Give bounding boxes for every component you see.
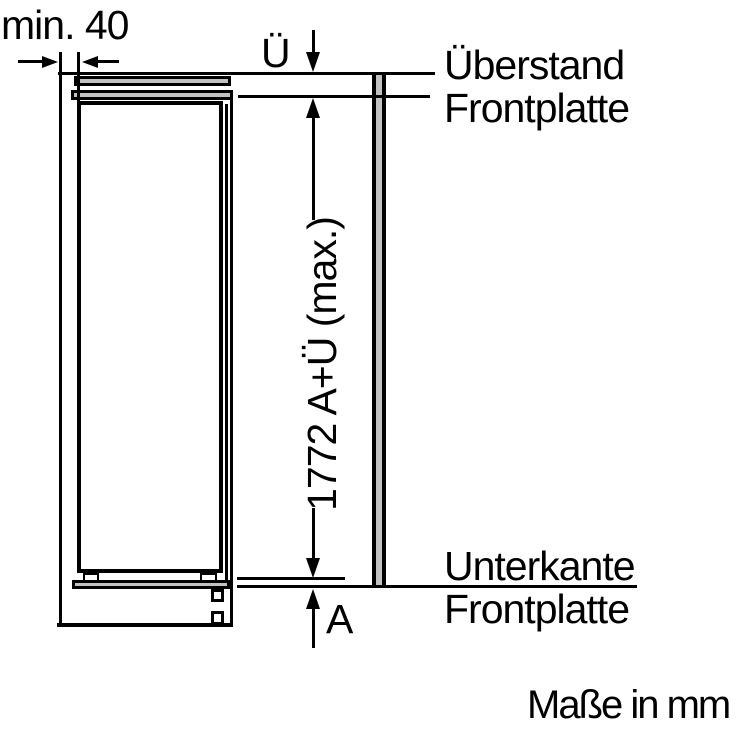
height-dimension-label: 1772 A+Ü (max.) (299, 217, 345, 511)
arrow-down-icon (306, 558, 320, 578)
niche-bottom-line (57, 623, 233, 627)
bottom-reference-label: Unterkante Frontplatte (444, 543, 636, 632)
bottom-gap-arrow-shaft (312, 605, 315, 648)
arrow-up-icon (306, 589, 320, 609)
top-reference-label-line2: Frontplatte (444, 85, 630, 131)
niche-left-wall-line (59, 52, 62, 627)
base-plate-bar (72, 580, 230, 589)
top-reference-label-line1: Überstand (444, 42, 625, 88)
arrow-left-icon (82, 56, 98, 68)
top-flange-bar-lower (71, 90, 233, 100)
bottom-gap-dimension-label: A (326, 596, 353, 642)
arrow-right-icon (42, 56, 58, 68)
top-flange-bar-upper (74, 76, 231, 86)
niche-right-wall-line (230, 100, 233, 627)
height-dimension-shaft-top (312, 114, 315, 220)
min-gap-arrow-shaft-right (95, 60, 119, 63)
front-panel-bar (372, 72, 386, 588)
panel-bottom-reference-line (237, 585, 637, 588)
appliance-body (77, 101, 223, 573)
min-gap-arrow-shaft-left (18, 60, 46, 63)
arrow-up-icon (306, 98, 320, 118)
appliance-left-edge-tick (77, 52, 80, 104)
top-reference-label: Überstand Frontplatte (444, 42, 630, 131)
panel-top-reference-line (58, 72, 435, 75)
bottom-reference-label-line1: Unterkante (444, 543, 636, 589)
hinge-block-upper (211, 589, 224, 602)
appliance-top-reference-line (238, 95, 430, 98)
overhang-arrow-shaft (312, 30, 315, 56)
bottom-reference-label-line2: Frontplatte (444, 586, 630, 632)
arrow-down-icon (306, 52, 320, 72)
min-gap-dimension-label: min. 40 (1, 2, 129, 48)
height-dimension-shaft-bottom (312, 508, 315, 562)
appliance-bottom-reference-line (237, 577, 345, 580)
appliance-door-edge-line (225, 104, 228, 580)
unit-note-label: Maße in mm (527, 683, 731, 727)
overhang-dimension-label: Ü (261, 30, 291, 76)
